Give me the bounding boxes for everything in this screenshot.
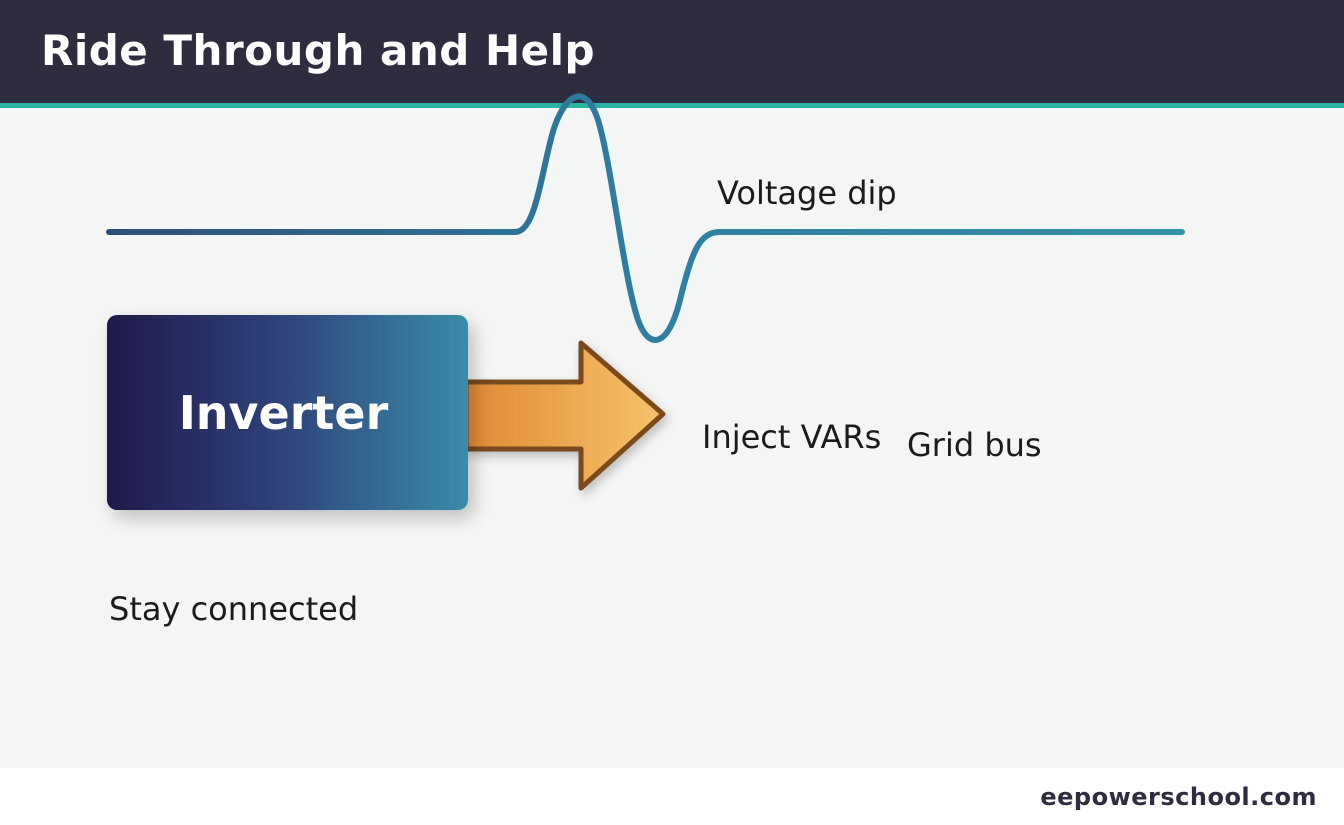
grid-bus-label: Grid bus <box>907 426 1042 464</box>
header-accent-line <box>0 103 1344 108</box>
right-arrow-icon <box>463 340 666 491</box>
voltage-waveform <box>106 93 1185 343</box>
stay-connected-label: Stay connected <box>109 590 359 628</box>
voltage-dip-label: Voltage dip <box>717 174 897 212</box>
diagram-graphics <box>106 93 1242 491</box>
header-bar: Ride Through and Help <box>0 0 1344 103</box>
page-title: Ride Through and Help <box>41 26 596 75</box>
inverter-block: Inverter <box>107 315 468 510</box>
brand-watermark: eepowerschool.com <box>1040 783 1317 811</box>
inverter-label: Inverter <box>178 385 389 440</box>
footer-bar <box>0 768 1344 825</box>
inject-vars-label: Inject VARs <box>702 418 882 456</box>
